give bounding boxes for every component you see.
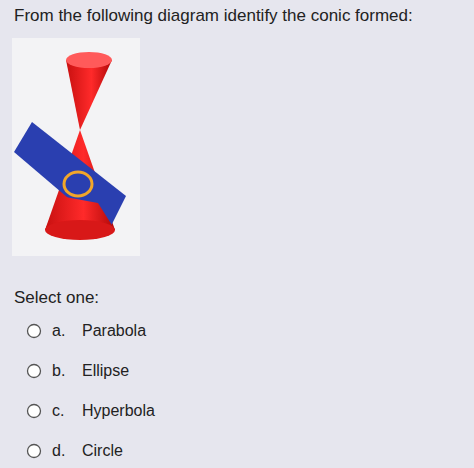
option-letter: a. — [52, 321, 65, 340]
option-text: Circle — [82, 441, 123, 460]
radio-buttons — [28, 325, 41, 458]
option-text: Parabola — [82, 321, 146, 340]
cutting-plane — [14, 122, 126, 232]
option-letter: c. — [52, 401, 64, 420]
image-panel — [12, 38, 140, 256]
ellipse-section — [64, 172, 92, 196]
option-text: Ellipse — [82, 361, 129, 380]
option-text: Hyperbola — [82, 401, 155, 420]
option-letter: d. — [52, 441, 65, 460]
prompt-text: Select one: — [14, 288, 99, 308]
cone-lower-part — [45, 196, 115, 240]
option-letter: b. — [52, 361, 65, 380]
question-title: From the following diagram identify the … — [14, 6, 413, 26]
